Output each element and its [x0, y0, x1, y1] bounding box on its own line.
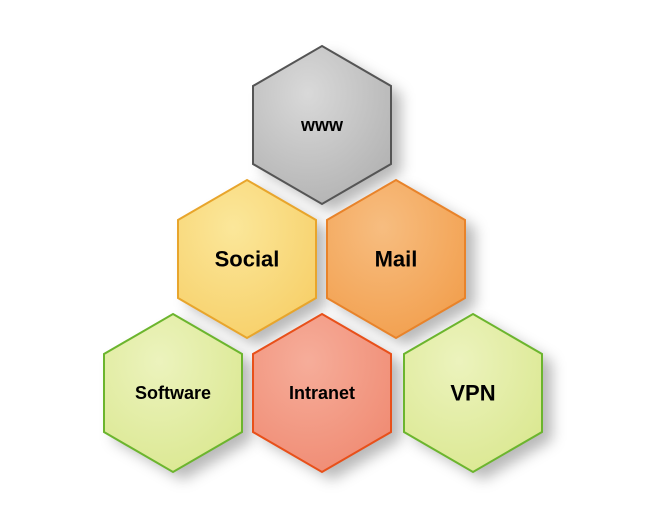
hexagon-intranet: Intranet	[252, 312, 392, 474]
hexagon-shape-social	[177, 178, 317, 340]
hexagon-social: Social	[177, 178, 317, 340]
hexagon-shape-intranet	[252, 312, 392, 474]
hexagon-vpn: VPN	[403, 312, 543, 474]
hexagon-mail: Mail	[326, 178, 466, 340]
hexagon-shape-vpn	[403, 312, 543, 474]
hexagon-label-www: www	[300, 115, 344, 135]
hexagon-software: Software	[103, 312, 243, 474]
hexagon-label-software: Software	[135, 383, 211, 403]
hexagon-www: www	[252, 44, 392, 206]
hexagon-shape-software	[103, 312, 243, 474]
hexagon-shape-www	[252, 44, 392, 206]
hexagon-label-intranet: Intranet	[289, 383, 355, 403]
hexagon-label-vpn: VPN	[450, 381, 495, 406]
hexagon-label-social: Social	[215, 247, 280, 272]
hexagon-shape-mail	[326, 178, 466, 340]
hexagon-label-mail: Mail	[375, 247, 418, 272]
